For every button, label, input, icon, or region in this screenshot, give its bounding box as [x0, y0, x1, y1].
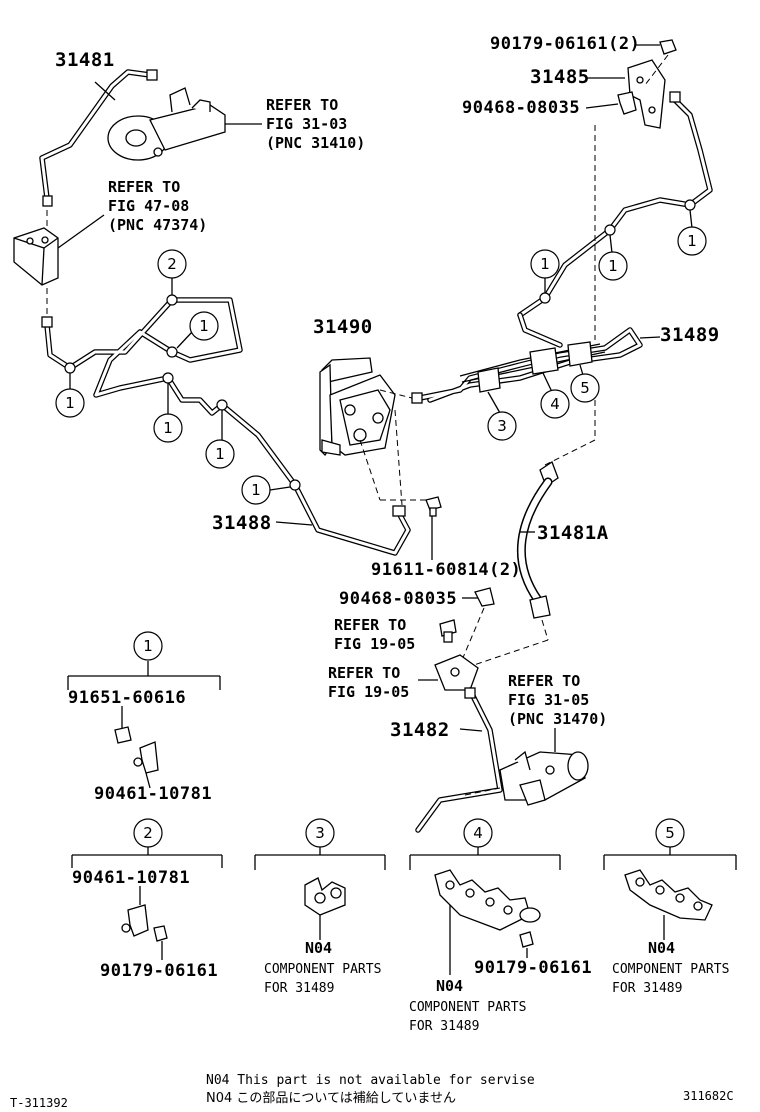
refer-fig-47-08: REFER TO FIG 47-08 (PNC 47374) [108, 178, 208, 234]
detail-group-3 [254, 847, 386, 940]
callout-2-main: 2 [167, 255, 177, 273]
component-parts-3: COMPONENT PARTS FOR 31489 [264, 962, 382, 996]
clip-90468-top [617, 91, 637, 115]
n04-label-5: N04 [648, 939, 676, 957]
footer-right-id: 311682C [683, 1089, 734, 1103]
callout-1-c: 1 [163, 419, 173, 437]
callout-5-detail: 5 [665, 824, 675, 842]
detail-group-5 [603, 847, 737, 940]
detail-group-4 [409, 847, 561, 975]
fluid-block-47374 [13, 227, 59, 286]
label-90461-10781-b: 90461-10781 [72, 868, 191, 888]
brake-pipe-upper-right [517, 91, 713, 348]
refer-fig-31-03: REFER TO FIG 31-03 (PNC 31410) [266, 96, 366, 152]
callout-1-a: 1 [199, 317, 209, 335]
n04-label-4: N04 [436, 977, 464, 995]
callout-2-detail: 2 [143, 824, 153, 842]
label-90461-10781-a: 90461-10781 [94, 784, 213, 804]
label-31482: 31482 [390, 719, 450, 741]
detail-group-1 [67, 661, 221, 789]
label-90179-06161-c: 90179-06161 [474, 958, 593, 978]
brake-pipe-31481 [39, 69, 158, 207]
label-91651-60616: 91651-60616 [68, 688, 187, 708]
bracket-ref-19-05 [434, 654, 479, 691]
bolt-ref-19-05 [439, 619, 457, 643]
callout-5-main: 5 [580, 379, 590, 397]
master-cylinder [107, 87, 226, 161]
bracket-31485 [627, 59, 666, 129]
label-90468-08035-top: 90468-08035 [462, 98, 581, 118]
component-parts-4: COMPONENT PARTS FOR 31489 [409, 1000, 527, 1034]
callout-3-main: 3 [497, 417, 507, 435]
callout-1-e: 1 [251, 481, 261, 499]
callout-4-main: 4 [550, 395, 560, 413]
label-31490: 31490 [313, 316, 373, 338]
note-english: N04 This part is not available for servi… [206, 1073, 535, 1088]
label-31485: 31485 [530, 66, 590, 88]
callout-1-b: 1 [65, 394, 75, 412]
refer-fig-19-05-b: REFER TO FIG 19-05 [328, 664, 410, 701]
brake-junction-31490 [319, 357, 396, 457]
brake-pipe-left-upper [41, 297, 243, 398]
clamp-markers-left [64, 294, 301, 491]
label-90179-06161-b: 90179-06161 [100, 961, 219, 981]
n04-label-3: N04 [305, 939, 333, 957]
brake-pipe-31488 [165, 375, 411, 556]
callout-4-detail: 4 [473, 824, 483, 842]
detail-group-2 [71, 847, 223, 960]
refer-fig-31-05: REFER TO FIG 31-05 (PNC 31470) [508, 672, 608, 728]
label-31481: 31481 [55, 49, 115, 71]
release-cylinder [499, 750, 589, 806]
label-31488: 31488 [212, 512, 272, 534]
callout-1-h: 1 [687, 232, 697, 250]
callout-1-g: 1 [608, 257, 618, 275]
callout-1-detail: 1 [143, 637, 153, 655]
clip-90468-mid [474, 587, 495, 607]
callout-3-detail: 3 [315, 824, 325, 842]
brake-hose-31481A [516, 461, 559, 619]
label-90468-08035-mid: 90468-08035 [339, 589, 458, 609]
clamps-31489 [477, 341, 593, 393]
bolt-90179-top [659, 39, 677, 55]
label-31489: 31489 [660, 324, 720, 346]
label-91611-60814-2: 91611-60814(2) [371, 560, 522, 580]
refer-fig-19-05-a: REFER TO FIG 19-05 [334, 616, 416, 653]
brake-pipe-31489 [411, 327, 643, 404]
label-90179-06161-2: 90179-06161(2) [490, 34, 641, 54]
label-31481A: 31481A [537, 522, 609, 544]
component-parts-5: COMPONENT PARTS FOR 31489 [612, 962, 730, 996]
callout-1-f: 1 [540, 255, 550, 273]
brake-pipe-31482 [415, 687, 503, 833]
callout-1-d: 1 [215, 445, 225, 463]
bolt-91611 [425, 496, 442, 517]
note-japanese: N04 この部品については補給していません [206, 1091, 456, 1106]
footer-left-id: T-311392 [10, 1096, 68, 1110]
